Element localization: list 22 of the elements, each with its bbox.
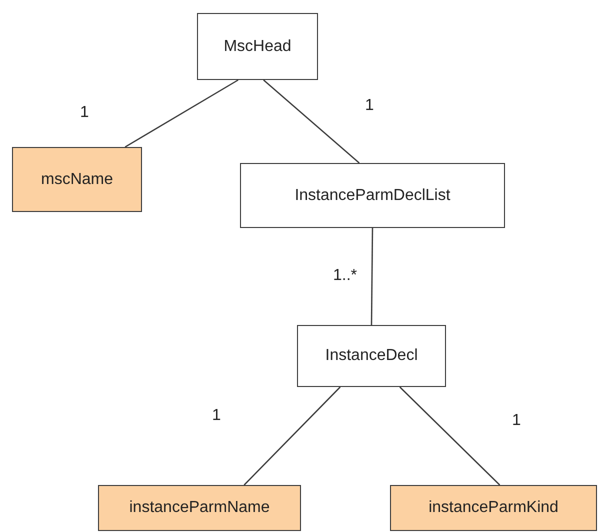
multiplicity-label: 1 [80,104,89,122]
class-box [390,485,597,531]
class-box [98,485,301,531]
multiplicity-label: 1 [512,412,521,430]
class-name: mscName [40,170,113,188]
multiplicity-label: 1 [212,407,221,425]
class-box [12,147,142,212]
class-name: InstanceDecl [325,347,418,365]
connector-line [263,80,360,164]
class-box [197,13,318,80]
multiplicity-label: 1..* [333,267,358,285]
connector-line [244,386,341,486]
class-name: instanceParmKind [428,499,558,517]
class-name: MscHead [224,38,292,56]
connector-line [370,228,374,325]
class-name: instanceParmName [129,499,270,517]
class-box [297,325,446,387]
multiplicity-label: 1 [365,97,374,115]
connector-line [399,386,500,486]
class-box [240,163,505,228]
connector-line [124,79,238,148]
class-name: InstanceParmDeclList [294,186,450,204]
